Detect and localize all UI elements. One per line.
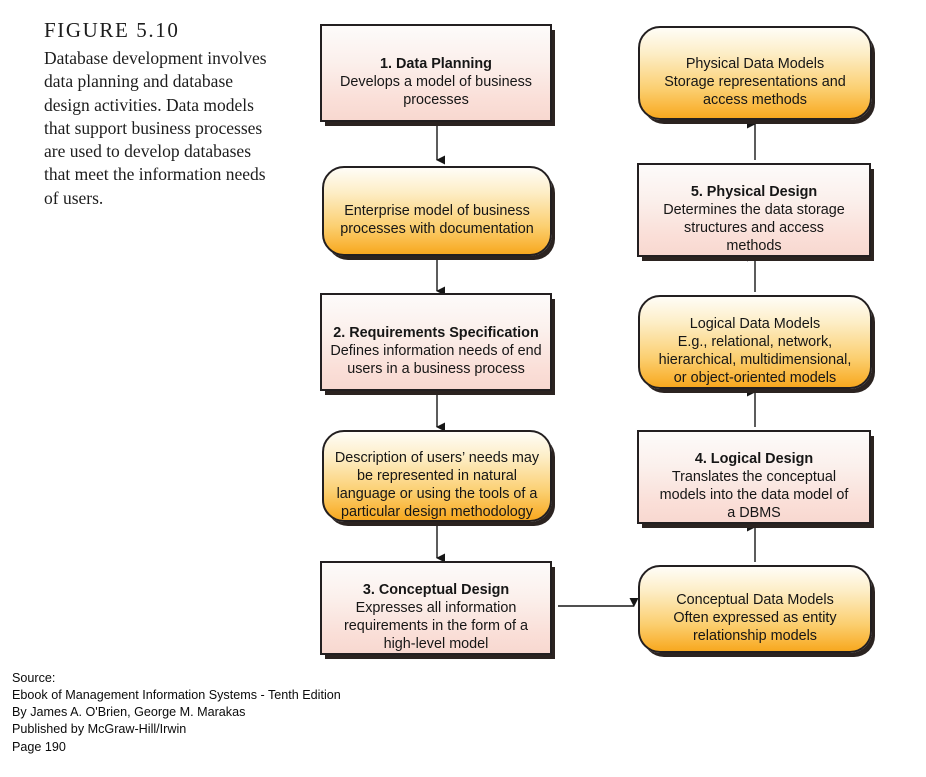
source-note: Source: Ebook of Management Information … <box>12 671 341 754</box>
node-logical-data-models-body: Logical Data Models E.g., relational, ne… <box>658 315 852 387</box>
node-conceptual-data-models-text: Conceptual Data Models Often expressed a… <box>640 573 870 646</box>
node-conceptual-design-body: Expresses all information requirements i… <box>344 599 528 653</box>
node-physical-data-models[interactable]: Physical Data Models Storage representat… <box>638 26 872 120</box>
node-enterprise-model-text: Enterprise model of business processes w… <box>324 184 550 238</box>
node-logical-data-models-text: Logical Data Models E.g., relational, ne… <box>640 297 870 388</box>
figure-caption-block: FIGURE 5.10 Database development involve… <box>44 18 274 210</box>
node-enterprise-model[interactable]: Enterprise model of business processes w… <box>322 166 552 256</box>
node-logical-design-body: Translates the conceptual models into th… <box>659 468 849 522</box>
node-requirements-specification-heading: 2. Requirements Specification <box>333 324 539 341</box>
node-physical-design-body: Determines the data storage structures a… <box>663 201 845 255</box>
node-logical-data-models[interactable]: Logical Data Models E.g., relational, ne… <box>638 295 872 389</box>
node-conceptual-design-heading: 3. Conceptual Design <box>362 581 510 598</box>
node-description-of-users-needs-text: Description of users’ needs may be repre… <box>324 431 550 522</box>
node-conceptual-data-models-body: Conceptual Data Models Often expressed a… <box>673 591 837 645</box>
node-conceptual-data-models[interactable]: Conceptual Data Models Often expressed a… <box>638 565 872 653</box>
node-enterprise-model-body: Enterprise model of business processes w… <box>340 202 534 238</box>
figure-title: FIGURE 5.10 <box>44 18 180 42</box>
node-description-of-users-needs[interactable]: Description of users’ needs may be repre… <box>322 430 552 522</box>
node-data-planning-heading: 1. Data Planning <box>380 55 492 72</box>
node-physical-design-heading: 5. Physical Design <box>690 183 818 200</box>
node-physical-data-models-body: Physical Data Models Storage representat… <box>664 55 846 109</box>
node-requirements-specification-body: Defines information needs of end users i… <box>330 343 542 378</box>
node-logical-design-heading: 4. Logical Design <box>694 450 814 467</box>
node-description-of-users-needs-body: Description of users’ needs may be repre… <box>334 449 540 521</box>
node-data-planning-body: Develops a model of business processes <box>340 74 532 109</box>
node-physical-data-models-text: Physical Data Models Storage representat… <box>640 37 870 110</box>
figure-description: Database development involves data plann… <box>44 48 267 208</box>
